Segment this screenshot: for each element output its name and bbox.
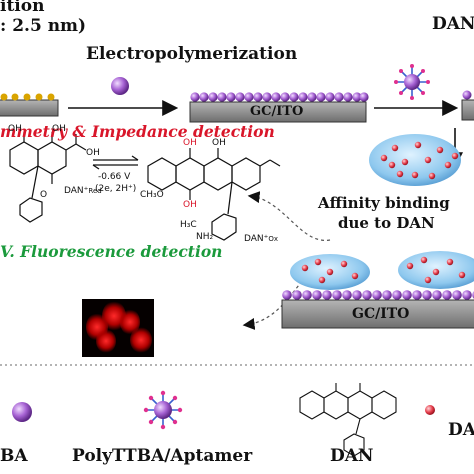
aptamer-star-top bbox=[394, 64, 430, 100]
legend-dan-particle-icon bbox=[425, 405, 435, 415]
legend-dan-label: DAN bbox=[330, 446, 374, 466]
redox-electrons: (2e, 2H⁺) bbox=[95, 184, 137, 194]
dan-reduced-text: DAN⁺ bbox=[64, 186, 89, 196]
dan-molecule-reduced bbox=[9, 132, 87, 223]
legend-right-label: DA bbox=[448, 420, 474, 440]
title-line-1: ition bbox=[0, 0, 45, 16]
redox-potential: -0.66 V bbox=[98, 172, 131, 182]
middle-electrode bbox=[189, 92, 369, 123]
gold-nanoparticles bbox=[0, 93, 55, 101]
dan-reduced-sub: Red bbox=[88, 187, 102, 195]
affinity-binding-line1: Affinity binding bbox=[318, 194, 450, 212]
affinity-binding-line2: due to DAN bbox=[338, 214, 435, 232]
oh-label-1: OH bbox=[8, 124, 22, 134]
dan-molecule-oxidized bbox=[147, 148, 281, 241]
legend-dan-structure bbox=[299, 383, 397, 457]
methoxy-label: CH₃O bbox=[140, 190, 164, 200]
oh-label-red-1: OH bbox=[183, 138, 197, 148]
dan-reduced-label: DAN⁺Red bbox=[64, 186, 102, 196]
right-electrode-fragment bbox=[461, 99, 474, 121]
binding-electrode-label: GC/ITO bbox=[352, 306, 410, 322]
binding-electrode bbox=[281, 251, 474, 329]
dan-oxidized-sub: Ox bbox=[268, 235, 279, 243]
methyl-label: H₃C bbox=[180, 220, 197, 230]
fluorescence-micrograph bbox=[82, 299, 154, 357]
oh-label-4: OH bbox=[212, 138, 226, 148]
redox-equilibrium-arrows bbox=[92, 155, 139, 170]
oh-label-3: OH bbox=[86, 148, 100, 158]
legend-monomer-icon bbox=[12, 402, 32, 422]
dan-oxidized-text: DAN⁺ bbox=[244, 234, 269, 244]
o-label: O bbox=[40, 190, 48, 200]
legend-tba-label: BA bbox=[0, 446, 28, 466]
dan-oxidized-label: DAN⁺Ox bbox=[244, 234, 278, 244]
middle-electrode-label: GC/ITO bbox=[250, 104, 304, 119]
legend-aptamer-icon bbox=[143, 390, 183, 430]
voltammetry-detection-label: mmetry & Impedance detection bbox=[0, 122, 275, 141]
amine-label: NH₂ bbox=[196, 232, 214, 242]
dan-top-label: DAN bbox=[432, 14, 474, 34]
oh-label-2: OH bbox=[52, 124, 66, 134]
left-electrode bbox=[0, 93, 59, 117]
oh-label-red-2: OH bbox=[183, 200, 197, 210]
monomer-sphere bbox=[111, 77, 129, 95]
title-line-2: : 2.5 nm) bbox=[0, 16, 87, 36]
electropolymerization-label: Electropolymerization bbox=[86, 44, 298, 64]
dan-loaded-blob bbox=[369, 134, 461, 186]
fluorescence-detection-label: V. Fluorescence detection bbox=[0, 242, 223, 261]
dashed-arrow-voltammetry bbox=[247, 191, 331, 241]
legend-polyttba-label: PolyTTBA/Aptamer bbox=[72, 446, 253, 466]
polymer-layer bbox=[190, 92, 369, 102]
